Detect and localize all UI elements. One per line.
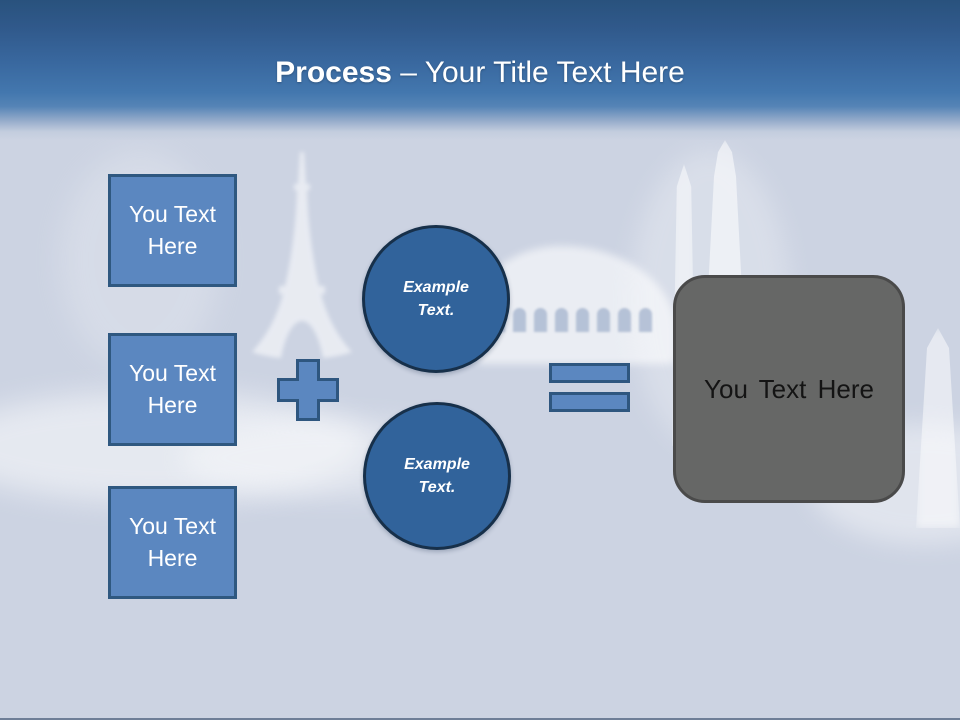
slide-title-subtitle: – Your Title Text Here <box>400 56 685 89</box>
example-circle-2[interactable]: Example Text. <box>363 402 511 550</box>
eiffel-tower-silhouette <box>252 152 352 358</box>
input-box-2[interactable]: You Text Here <box>108 333 237 446</box>
example-circle-1-label: Example Text. <box>403 278 469 319</box>
input-box-1[interactable]: You Text Here <box>108 174 237 287</box>
input-box-3[interactable]: You Text Here <box>108 486 237 599</box>
result-box[interactable]: You Text Here <box>673 275 905 503</box>
example-circle-1[interactable]: Example Text. <box>362 225 510 373</box>
example-circle-2-label: Example Text. <box>404 455 470 496</box>
input-box-1-label: You Text Here <box>129 200 216 259</box>
title-bar: Process – Your Title Text Here <box>0 0 960 140</box>
equals-bar-bottom <box>549 392 630 412</box>
slide-title-keyword: Process <box>275 56 392 89</box>
plus-icon <box>277 359 339 421</box>
slide-title: Process – Your Title Text Here <box>0 56 960 90</box>
input-box-2-label: You Text Here <box>129 359 216 418</box>
result-box-label: You Text Here <box>704 373 874 404</box>
colosseum-arches <box>492 308 652 334</box>
input-box-3-label: You Text Here <box>129 512 216 571</box>
equals-bar-top <box>549 363 630 383</box>
slide-bottom-border <box>0 718 960 720</box>
